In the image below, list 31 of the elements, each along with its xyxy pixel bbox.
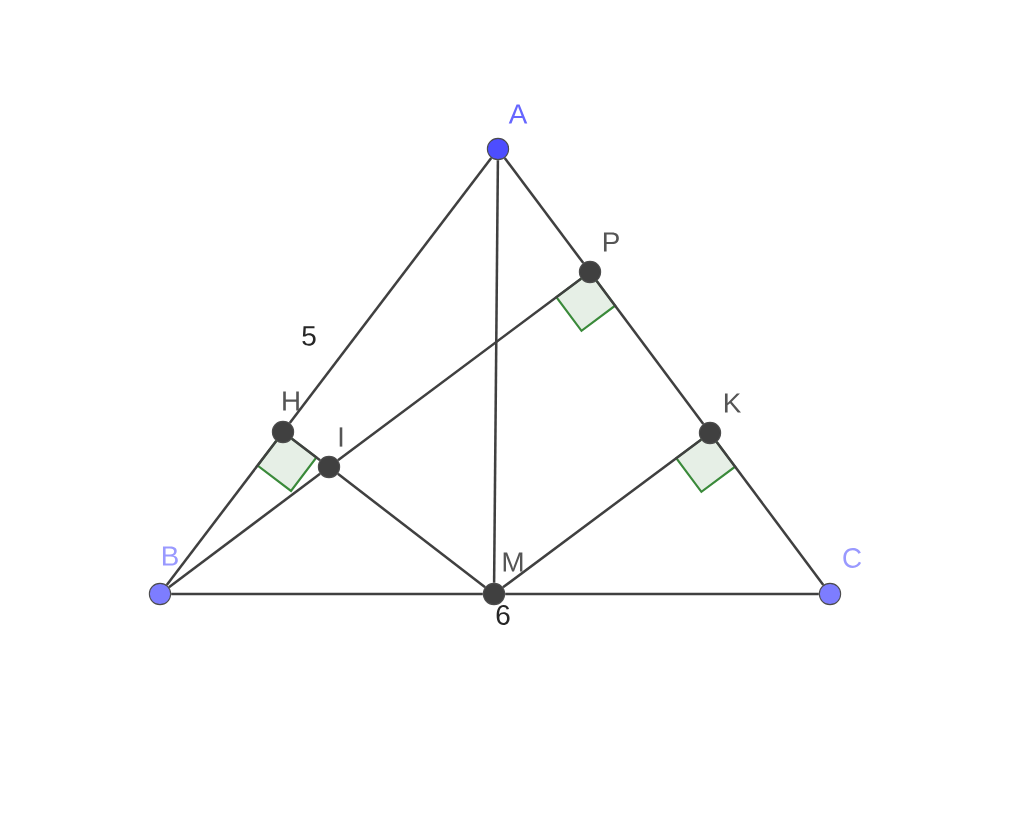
line-segment — [595, 280, 705, 425]
point — [818, 582, 842, 606]
point-label: P — [604, 232, 619, 252]
point — [271, 420, 295, 444]
point-label: K — [725, 393, 741, 413]
line-segment — [492, 160, 500, 583]
line-segment — [502, 438, 702, 589]
point-label: H — [283, 391, 299, 411]
point-label: M — [503, 552, 523, 572]
line-segment — [503, 157, 585, 264]
point — [698, 421, 722, 445]
line-segment — [168, 472, 321, 589]
point-label: C — [843, 548, 862, 568]
line-segment — [337, 472, 486, 589]
line-segment — [337, 277, 582, 462]
line-segment — [171, 592, 483, 596]
point — [486, 137, 510, 161]
line-segment — [291, 437, 321, 462]
line-segment — [715, 441, 825, 586]
line-segment — [505, 592, 819, 596]
length-label: 5 — [302, 326, 316, 346]
point-label: A — [508, 104, 528, 124]
line-segment — [165, 440, 278, 586]
line-segment — [288, 157, 493, 424]
point-label: B — [162, 546, 178, 566]
point — [578, 260, 602, 284]
point — [148, 582, 172, 606]
point — [317, 455, 341, 479]
length-label: 6 — [496, 605, 510, 625]
point — [482, 582, 506, 606]
point-label: I — [339, 427, 343, 447]
